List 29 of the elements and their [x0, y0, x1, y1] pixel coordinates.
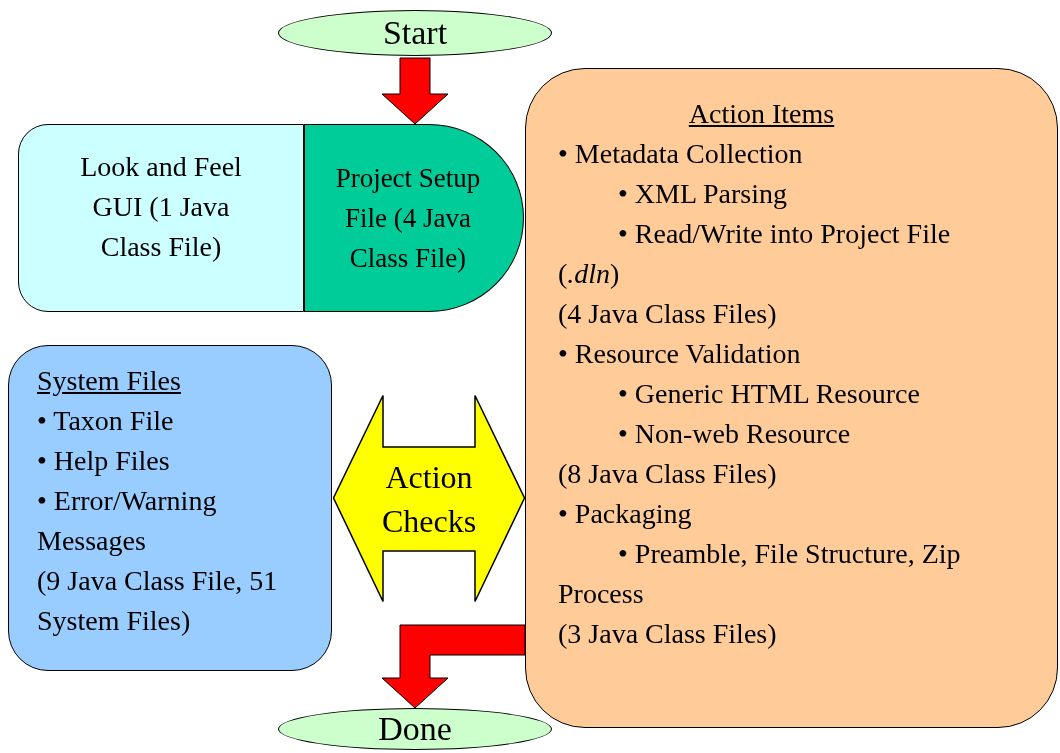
process-box — [18, 124, 304, 312]
list-item: • Error/Warning Messages — [36, 484, 218, 558]
list-item: • Preamble, File Structure, Zip Process — [557, 537, 962, 611]
list-item: • Non-web Resource — [617, 417, 852, 451]
list-item: • XML Parsing — [617, 177, 788, 211]
panel-heading: System Files — [36, 364, 182, 398]
node-label: Look and Feel GUI (1 Java Class File) — [79, 150, 243, 264]
list-item: • Read/Write into Project File (.dln) — [557, 217, 952, 291]
block-arrow — [381, 57, 449, 125]
terminal-label: Done — [378, 709, 452, 749]
process-box — [304, 124, 524, 312]
list-item: • Resource Validation — [557, 337, 802, 371]
list-item: • Metadata Collection — [557, 137, 804, 171]
list-item: (9 Java Class File, 51 System Files) — [36, 564, 279, 638]
list-item: • Generic HTML Resource — [617, 377, 921, 411]
node-label: Action Checks — [380, 457, 478, 541]
action-items-panel — [525, 68, 1058, 728]
list-item: (3 Java Class Files) — [557, 617, 778, 651]
system-files-panel — [8, 345, 332, 671]
list-item: • Help Files — [36, 444, 171, 478]
list-item: (8 Java Class Files) — [557, 457, 778, 491]
list-item: • Packaging — [557, 497, 693, 531]
double-arrow-shape — [333, 395, 525, 602]
terminal-label: Start — [382, 13, 448, 53]
panel-heading: Action Items — [687, 97, 836, 131]
block-arrow — [381, 624, 526, 709]
node-label: Project Setup File (4 Java Class File) — [334, 162, 482, 275]
list-item: (4 Java Class Files) — [557, 297, 778, 331]
list-item: • Taxon File — [36, 404, 175, 438]
